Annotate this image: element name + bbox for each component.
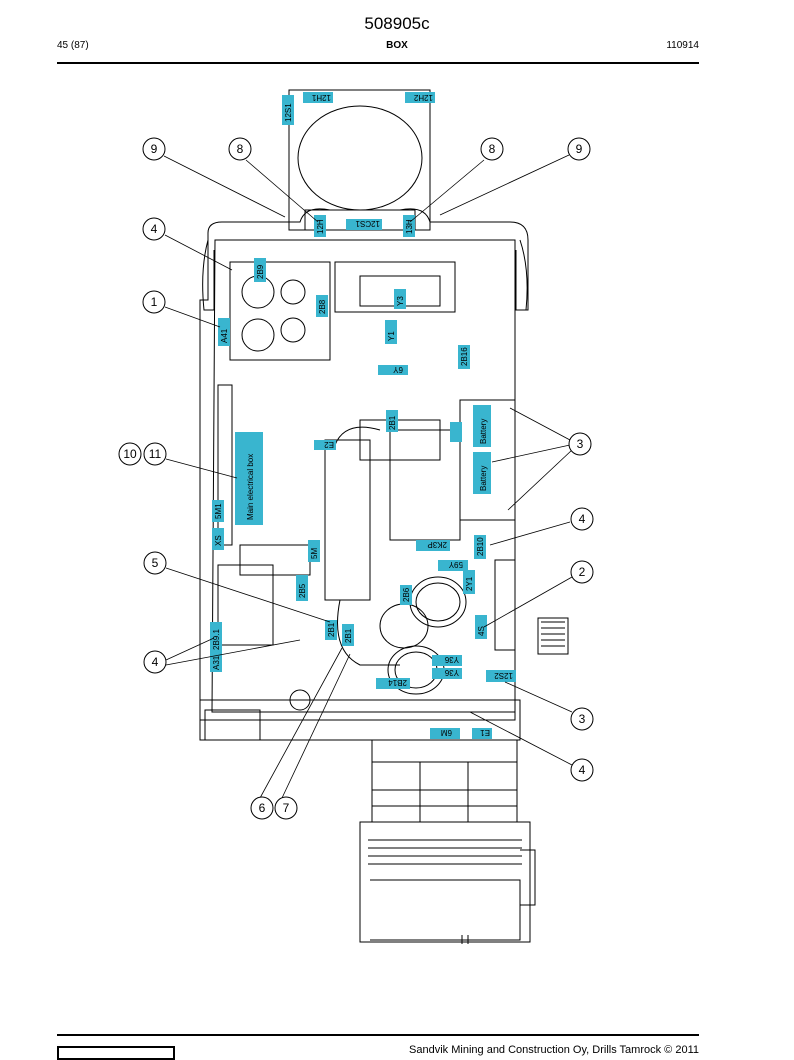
- tag-xs: XS: [214, 535, 223, 546]
- document-number: 508905c: [364, 14, 430, 33]
- callout-5: 5: [152, 556, 159, 570]
- sandvik-logo: [57, 1046, 175, 1060]
- callout-3-lower: 3: [579, 712, 586, 726]
- callout-11: 11: [149, 447, 162, 461]
- header-rule: [57, 62, 699, 64]
- section-title: BOX: [386, 40, 408, 51]
- callout-9-left: 9: [151, 142, 158, 156]
- tag-12h2: 12H2: [413, 93, 433, 102]
- tag-13h: 13H: [405, 219, 414, 234]
- callout-4-lower-left: 4: [152, 655, 159, 669]
- tag-y36-b: Y36: [444, 668, 459, 677]
- lower-tank-2: [379, 603, 429, 649]
- central-duct: [324, 439, 371, 601]
- tag-y1: Y1: [387, 331, 396, 341]
- callout-8-left: 8: [237, 142, 244, 156]
- footer-rule: [57, 1034, 699, 1036]
- tag-a41: A41: [220, 328, 229, 343]
- tag-5m1: 5M1: [214, 503, 223, 519]
- tag-12s2: 12S2: [494, 671, 513, 680]
- lower-tank-1: [409, 576, 467, 628]
- tag-5m: 5M: [310, 548, 319, 559]
- tag-2b1: 2B1: [327, 622, 336, 637]
- callout-6: 6: [259, 801, 266, 815]
- tag-e2: E2: [324, 440, 334, 449]
- top-hatch-frame: [288, 89, 431, 231]
- callout-4-right-mid: 4: [579, 512, 586, 526]
- tag-12h1: 12H1: [311, 93, 331, 102]
- tag-2b16: 2B16: [460, 347, 469, 366]
- tag-2b6: 2B6: [402, 587, 411, 602]
- tag-2b8: 2B8: [318, 299, 327, 314]
- tag-e1: E1: [480, 728, 490, 737]
- tag-2b5: 2B5: [298, 583, 307, 598]
- tag-2k3p: 2K3P: [427, 540, 447, 549]
- tag-a31: A31: [212, 655, 221, 670]
- callout-9-right: 9: [576, 142, 583, 156]
- tag-2b9-1: 2B9.1: [212, 629, 221, 650]
- tail-frame: [359, 821, 531, 943]
- tag-12h: 12H: [316, 219, 325, 234]
- callout-10: 10: [123, 447, 137, 461]
- tag-6m: 6M: [441, 728, 452, 737]
- callout-3-upper: 3: [577, 437, 584, 451]
- date-code: 110914: [666, 40, 699, 51]
- callout-7: 7: [283, 801, 290, 815]
- tag-2b1-b: 2B1: [344, 628, 353, 643]
- tag-4s: 4S: [477, 626, 486, 636]
- tag-battery-2: Battery: [479, 466, 488, 491]
- tag-59y: 59Y: [448, 560, 463, 569]
- tag-2y1: 2Y1: [465, 576, 474, 591]
- tag-2b: 2B1: [388, 415, 397, 430]
- callout-1: 1: [151, 295, 158, 309]
- callout-4-lower-right: 4: [579, 763, 586, 777]
- callout-2: 2: [579, 565, 586, 579]
- tag-battery-1: Battery: [479, 419, 488, 444]
- tag-2b14: 2B14: [388, 678, 407, 687]
- cooler-unit: [371, 739, 518, 823]
- tag-12s1: 12S1: [284, 103, 293, 122]
- top-hatch-window: [297, 105, 423, 211]
- tag-y3: Y3: [396, 296, 405, 306]
- footer-copyright: Sandvik Mining and Construction Oy, Dril…: [409, 1044, 699, 1056]
- callout-8-right: 8: [489, 142, 496, 156]
- tag-y36-a: Y36: [444, 655, 459, 664]
- callout-4-upper-left: 4: [151, 222, 158, 236]
- page-number: 45 (87): [57, 40, 89, 51]
- tag-6y: 6Y: [393, 365, 403, 374]
- machine-outline: [199, 208, 529, 721]
- tag-12cs1: 12CS1: [355, 219, 380, 228]
- tag-main-electrical-box: Main electrical box: [246, 454, 255, 520]
- tag-2b9: 2B9: [256, 264, 265, 279]
- tag-2b10: 2B10: [476, 537, 485, 556]
